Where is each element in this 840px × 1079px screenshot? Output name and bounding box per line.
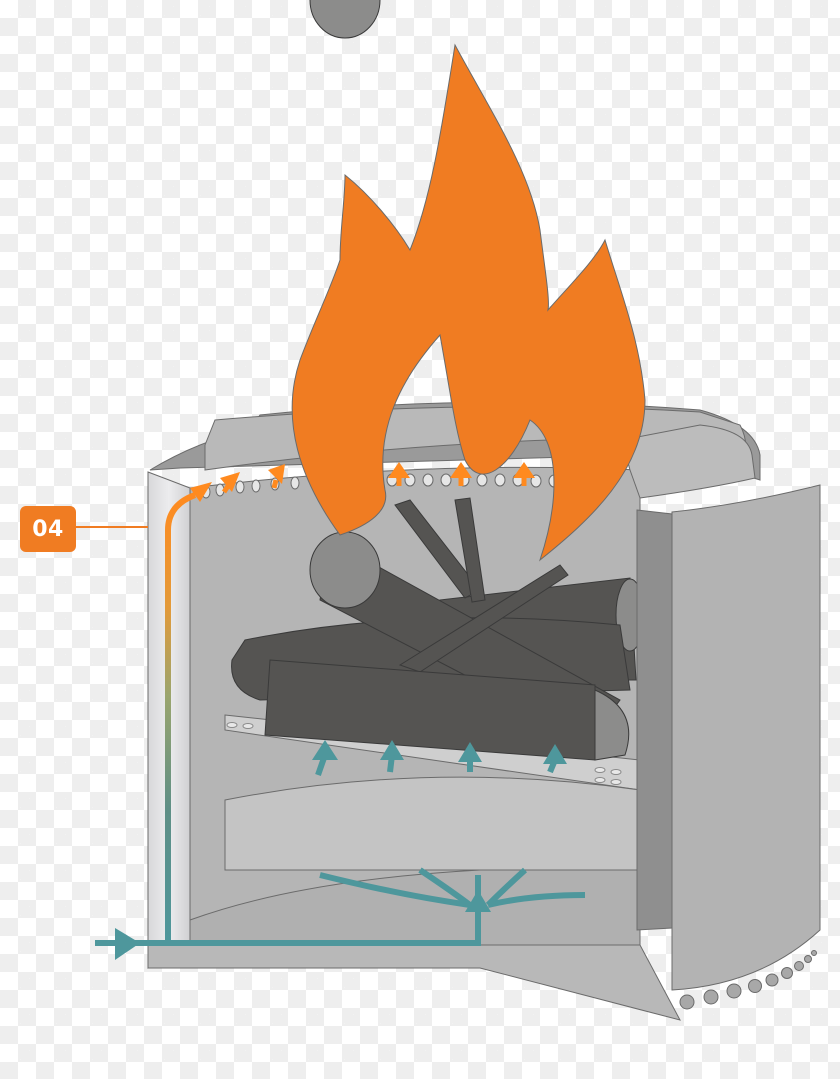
airflow-arrowheads <box>115 740 567 960</box>
outer-shell-base <box>147 944 681 1021</box>
flame <box>291 43 646 562</box>
callout-leader-line <box>76 526 148 528</box>
bottom-vent-holes <box>679 950 817 1010</box>
top-vent-holes <box>201 473 560 499</box>
ash-pan <box>224 776 641 871</box>
logs <box>231 0 645 761</box>
callout-label: 04 <box>32 516 64 542</box>
airflow-arrows-primary <box>95 867 586 946</box>
airflow-arrows-secondary <box>165 492 197 943</box>
hot-air-arrowheads <box>190 462 535 502</box>
callout-badge: 04 <box>20 506 76 552</box>
outer-shell-right <box>621 424 821 1010</box>
